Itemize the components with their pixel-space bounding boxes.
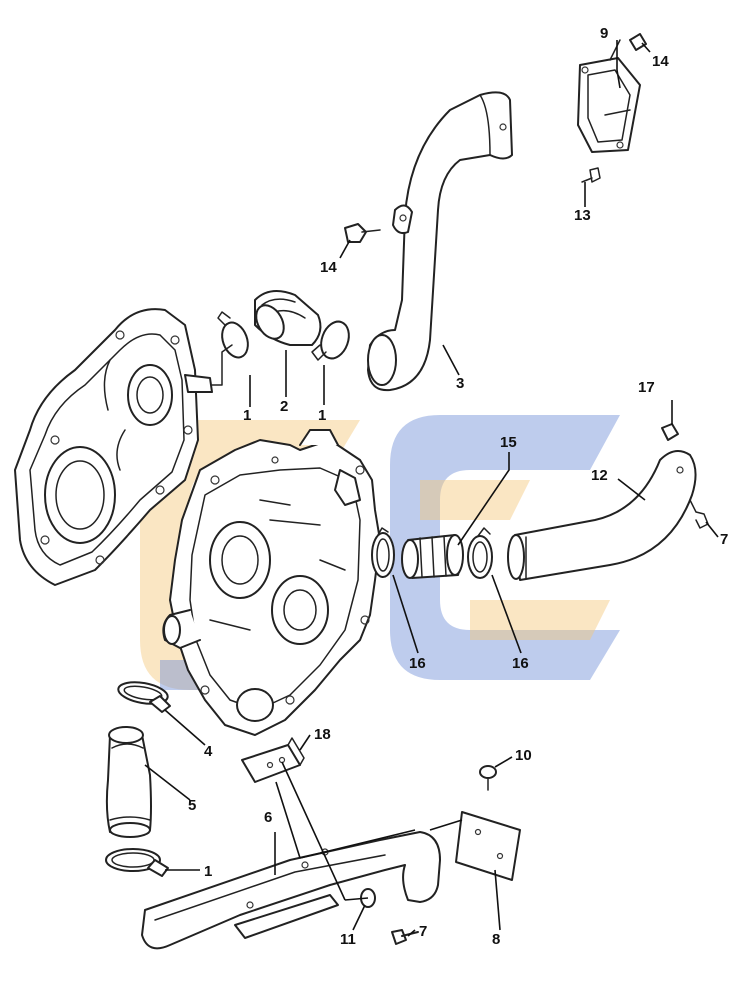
callout-7-right: 7 bbox=[720, 531, 728, 548]
callout-2: 2 bbox=[280, 398, 288, 415]
callout-3: 3 bbox=[456, 375, 464, 392]
callout-16-left: 16 bbox=[409, 655, 426, 672]
hose-clamp-part-1-left bbox=[217, 311, 249, 359]
callout-6: 6 bbox=[264, 809, 272, 826]
hose-clamp-part-1-lower bbox=[105, 848, 169, 877]
callout-5: 5 bbox=[188, 797, 196, 814]
sleeve-part-15 bbox=[401, 534, 464, 579]
callout-12: 12 bbox=[591, 467, 608, 484]
callout-7-lower: 7 bbox=[419, 923, 427, 940]
seal-ring-part-16-left bbox=[371, 527, 395, 578]
bolt-part-10 bbox=[479, 765, 497, 791]
callout-14-mid: 14 bbox=[320, 259, 337, 276]
plate-part-8 bbox=[455, 811, 521, 881]
callout-18: 18 bbox=[314, 726, 331, 743]
rubber-coupler-part-2 bbox=[254, 290, 322, 346]
callout-13: 13 bbox=[574, 207, 591, 224]
callout-1-left: 1 bbox=[243, 407, 251, 424]
callout-15: 15 bbox=[500, 434, 517, 451]
engine-side-cover bbox=[14, 308, 233, 586]
callout-9: 9 bbox=[600, 25, 608, 42]
intake-adapter-part-9 bbox=[577, 33, 647, 183]
callout-1-lower: 1 bbox=[204, 863, 212, 880]
callout-8: 8 bbox=[492, 931, 500, 948]
leader-lines bbox=[144, 40, 719, 937]
callout-labels: 9 14 13 14 3 1 2 1 17 12 7 15 16 16 4 5 … bbox=[188, 25, 728, 948]
hose-clamp-part-1-right bbox=[311, 320, 350, 361]
intake-duct-part-3 bbox=[344, 91, 513, 392]
outlet-duct-part-12 bbox=[507, 423, 709, 581]
bracket-part-18 bbox=[241, 737, 305, 783]
callout-11: 11 bbox=[340, 931, 356, 948]
callout-16-right: 16 bbox=[512, 655, 529, 672]
lower-pipe-part-6 bbox=[141, 831, 441, 950]
rubber-hose-part-5 bbox=[105, 726, 152, 838]
callout-14-top: 14 bbox=[652, 53, 669, 70]
seal-ring-part-16-right bbox=[467, 527, 493, 579]
engine-block-housing bbox=[162, 429, 381, 736]
callout-1-right: 1 bbox=[318, 407, 326, 424]
callout-4: 4 bbox=[204, 743, 213, 760]
hose-clamp-part-4 bbox=[117, 681, 171, 713]
callout-17: 17 bbox=[638, 379, 655, 396]
callout-10: 10 bbox=[515, 747, 532, 764]
